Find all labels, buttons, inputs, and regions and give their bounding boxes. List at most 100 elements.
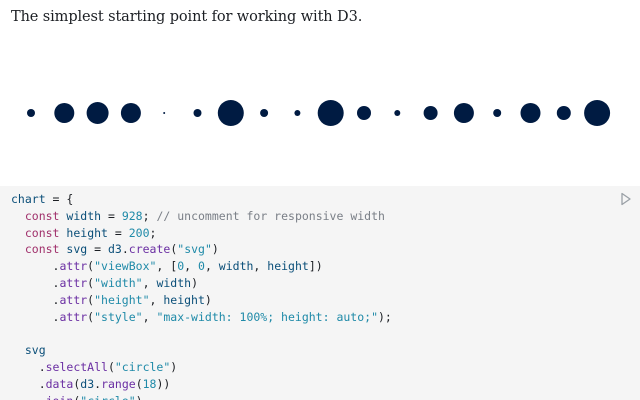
code-token: attr — [59, 309, 88, 324]
code-token: range — [101, 376, 136, 391]
code-token — [11, 242, 25, 256]
code-token: ; — [142, 208, 157, 223]
output-circle — [54, 103, 75, 123]
code-line: .attr("width", width) — [11, 275, 392, 292]
code-token: 0 — [177, 259, 185, 274]
code-token: "viewBox" — [94, 259, 157, 274]
code-token: d3 — [80, 376, 95, 391]
code-token: const — [24, 242, 60, 257]
code-token: . — [11, 394, 46, 400]
code-line: .attr("height", height) — [11, 292, 392, 309]
code-token: width — [156, 275, 192, 290]
output-circle — [260, 109, 269, 117]
code-token: "height" — [94, 292, 150, 307]
code-token: ) — [211, 242, 219, 257]
code-token: attr — [59, 292, 88, 307]
code-token: ( — [73, 394, 80, 400]
code-token: "svg" — [177, 242, 212, 257]
code-token: , — [204, 259, 219, 274]
code-line: .data(d3.range(18)) — [11, 376, 392, 393]
code-token: = { — [45, 192, 74, 206]
code-line: ​ — [11, 325, 392, 342]
code-token: , — [253, 259, 268, 274]
output-circle — [294, 110, 301, 116]
output-circle — [423, 106, 438, 120]
code-token: const — [24, 208, 60, 223]
code-token: , — [184, 259, 198, 274]
code-token: 18 — [142, 376, 157, 391]
code-token: attr — [59, 275, 88, 290]
output-circle — [86, 102, 109, 124]
code-token: attr — [59, 259, 88, 274]
code-token: . — [11, 292, 60, 307]
output-circle — [520, 103, 541, 123]
code-token: . — [11, 259, 60, 274]
code-token: )) — [156, 376, 171, 391]
code-token: . — [11, 275, 60, 290]
code-token — [11, 343, 25, 357]
code-token: ( — [87, 292, 95, 307]
output-circle — [357, 106, 371, 120]
code-token: width — [218, 259, 254, 274]
code-editor[interactable]: chart = { const width = 928; // uncommen… — [11, 191, 392, 400]
code-line: const height = 200; — [11, 225, 392, 242]
code-token: , — [142, 309, 157, 324]
code-token: = — [107, 225, 129, 240]
code-token: ( — [87, 275, 95, 290]
code-token: chart — [11, 192, 46, 206]
code-token: ( — [107, 359, 115, 374]
code-token: 0 — [198, 259, 205, 274]
code-token: // uncomment for responsive width — [156, 208, 385, 223]
code-line: svg — [11, 342, 392, 359]
code-token: ) — [204, 292, 212, 307]
code-line: .attr("viewBox", [0, 0, width, height]) — [11, 258, 392, 275]
code-token: const — [24, 225, 60, 240]
code-token: ( — [170, 242, 178, 257]
code-token: ) — [136, 394, 143, 400]
circles-output — [27, 100, 611, 126]
code-token: , — [149, 292, 164, 307]
intro-text: The simplest starting point for working … — [11, 9, 363, 25]
code-token: , — [142, 275, 157, 290]
code-token: join — [46, 394, 74, 400]
code-token — [11, 209, 25, 223]
output-circle — [394, 110, 401, 116]
code-line: chart = { — [11, 191, 392, 208]
code-token: 200 — [128, 225, 150, 240]
code-token: . — [94, 376, 102, 391]
code-cell[interactable]: chart = { const width = 928; // uncommen… — [0, 186, 640, 400]
code-token: "style" — [94, 309, 143, 324]
code-token: create — [128, 242, 171, 257]
code-token: ( — [87, 259, 95, 274]
code-token: svg — [24, 343, 46, 358]
code-line: const svg = d3.create("svg") — [11, 241, 392, 258]
code-token: ) — [170, 359, 178, 374]
code-token: , [ — [156, 259, 178, 274]
code-token: selectAll — [45, 359, 108, 374]
code-token: . — [11, 359, 46, 374]
code-token: . — [11, 376, 46, 391]
code-token: data — [45, 376, 74, 391]
code-token: height — [163, 292, 205, 307]
code-token: . — [121, 242, 129, 257]
code-line: .attr("style", "max-width: 100%; height:… — [11, 309, 392, 326]
code-token: d3 — [107, 242, 122, 257]
play-icon[interactable] — [620, 192, 632, 206]
code-token: "circle" — [80, 394, 135, 400]
output-circle — [120, 103, 141, 123]
code-token: "circle" — [114, 359, 171, 374]
code-token: . — [11, 309, 60, 324]
code-line: const width = 928; // uncomment for resp… — [11, 208, 392, 225]
code-token: = — [87, 242, 108, 257]
code-line: .selectAll("circle") — [11, 359, 392, 376]
output-circle — [453, 103, 474, 123]
output-circle — [193, 109, 202, 117]
output-circle — [163, 112, 166, 114]
code-token: 928 — [121, 208, 143, 223]
code-token: ( — [87, 309, 95, 324]
code-line: .join("circle") — [11, 393, 392, 400]
code-token: ; — [149, 225, 157, 240]
code-token: ]) — [308, 259, 323, 274]
code-token: ( — [135, 376, 143, 391]
code-token: ( — [73, 376, 81, 391]
